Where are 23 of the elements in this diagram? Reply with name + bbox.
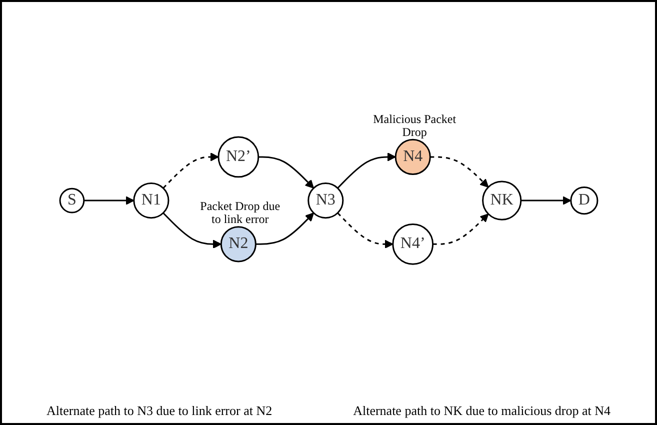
- arrow: [255, 212, 314, 245]
- node-circle: S: [59, 188, 84, 214]
- arrow: [520, 196, 572, 205]
- node-circle: N2: [220, 226, 256, 262]
- node-annotation: Packet Drop due to link error: [199, 200, 282, 226]
- node-circle: N2’: [217, 136, 259, 178]
- node-circle: D: [570, 186, 598, 215]
- arrow: [258, 156, 314, 188]
- arrow: [336, 152, 396, 189]
- annotation-text: Alternate path to N3 due to link error at N2: [46, 403, 272, 419]
- node-circle: N3: [307, 182, 344, 219]
- node-circle: N1: [132, 182, 169, 219]
- arrow: [432, 214, 488, 245]
- node-circle: N4’: [392, 223, 434, 265]
- arrow: [162, 152, 219, 189]
- node-annotation: Malicious Packet Drop: [372, 112, 458, 139]
- annotation-text: Alternate path to NK due to malicious drop at N4: [353, 403, 611, 419]
- arrow: [430, 156, 488, 188]
- arrow: [162, 212, 222, 248]
- arrow: [336, 212, 394, 248]
- arrow: [84, 196, 134, 205]
- node-circle: N4: [394, 138, 431, 175]
- node-circle: NK: [482, 180, 522, 220]
